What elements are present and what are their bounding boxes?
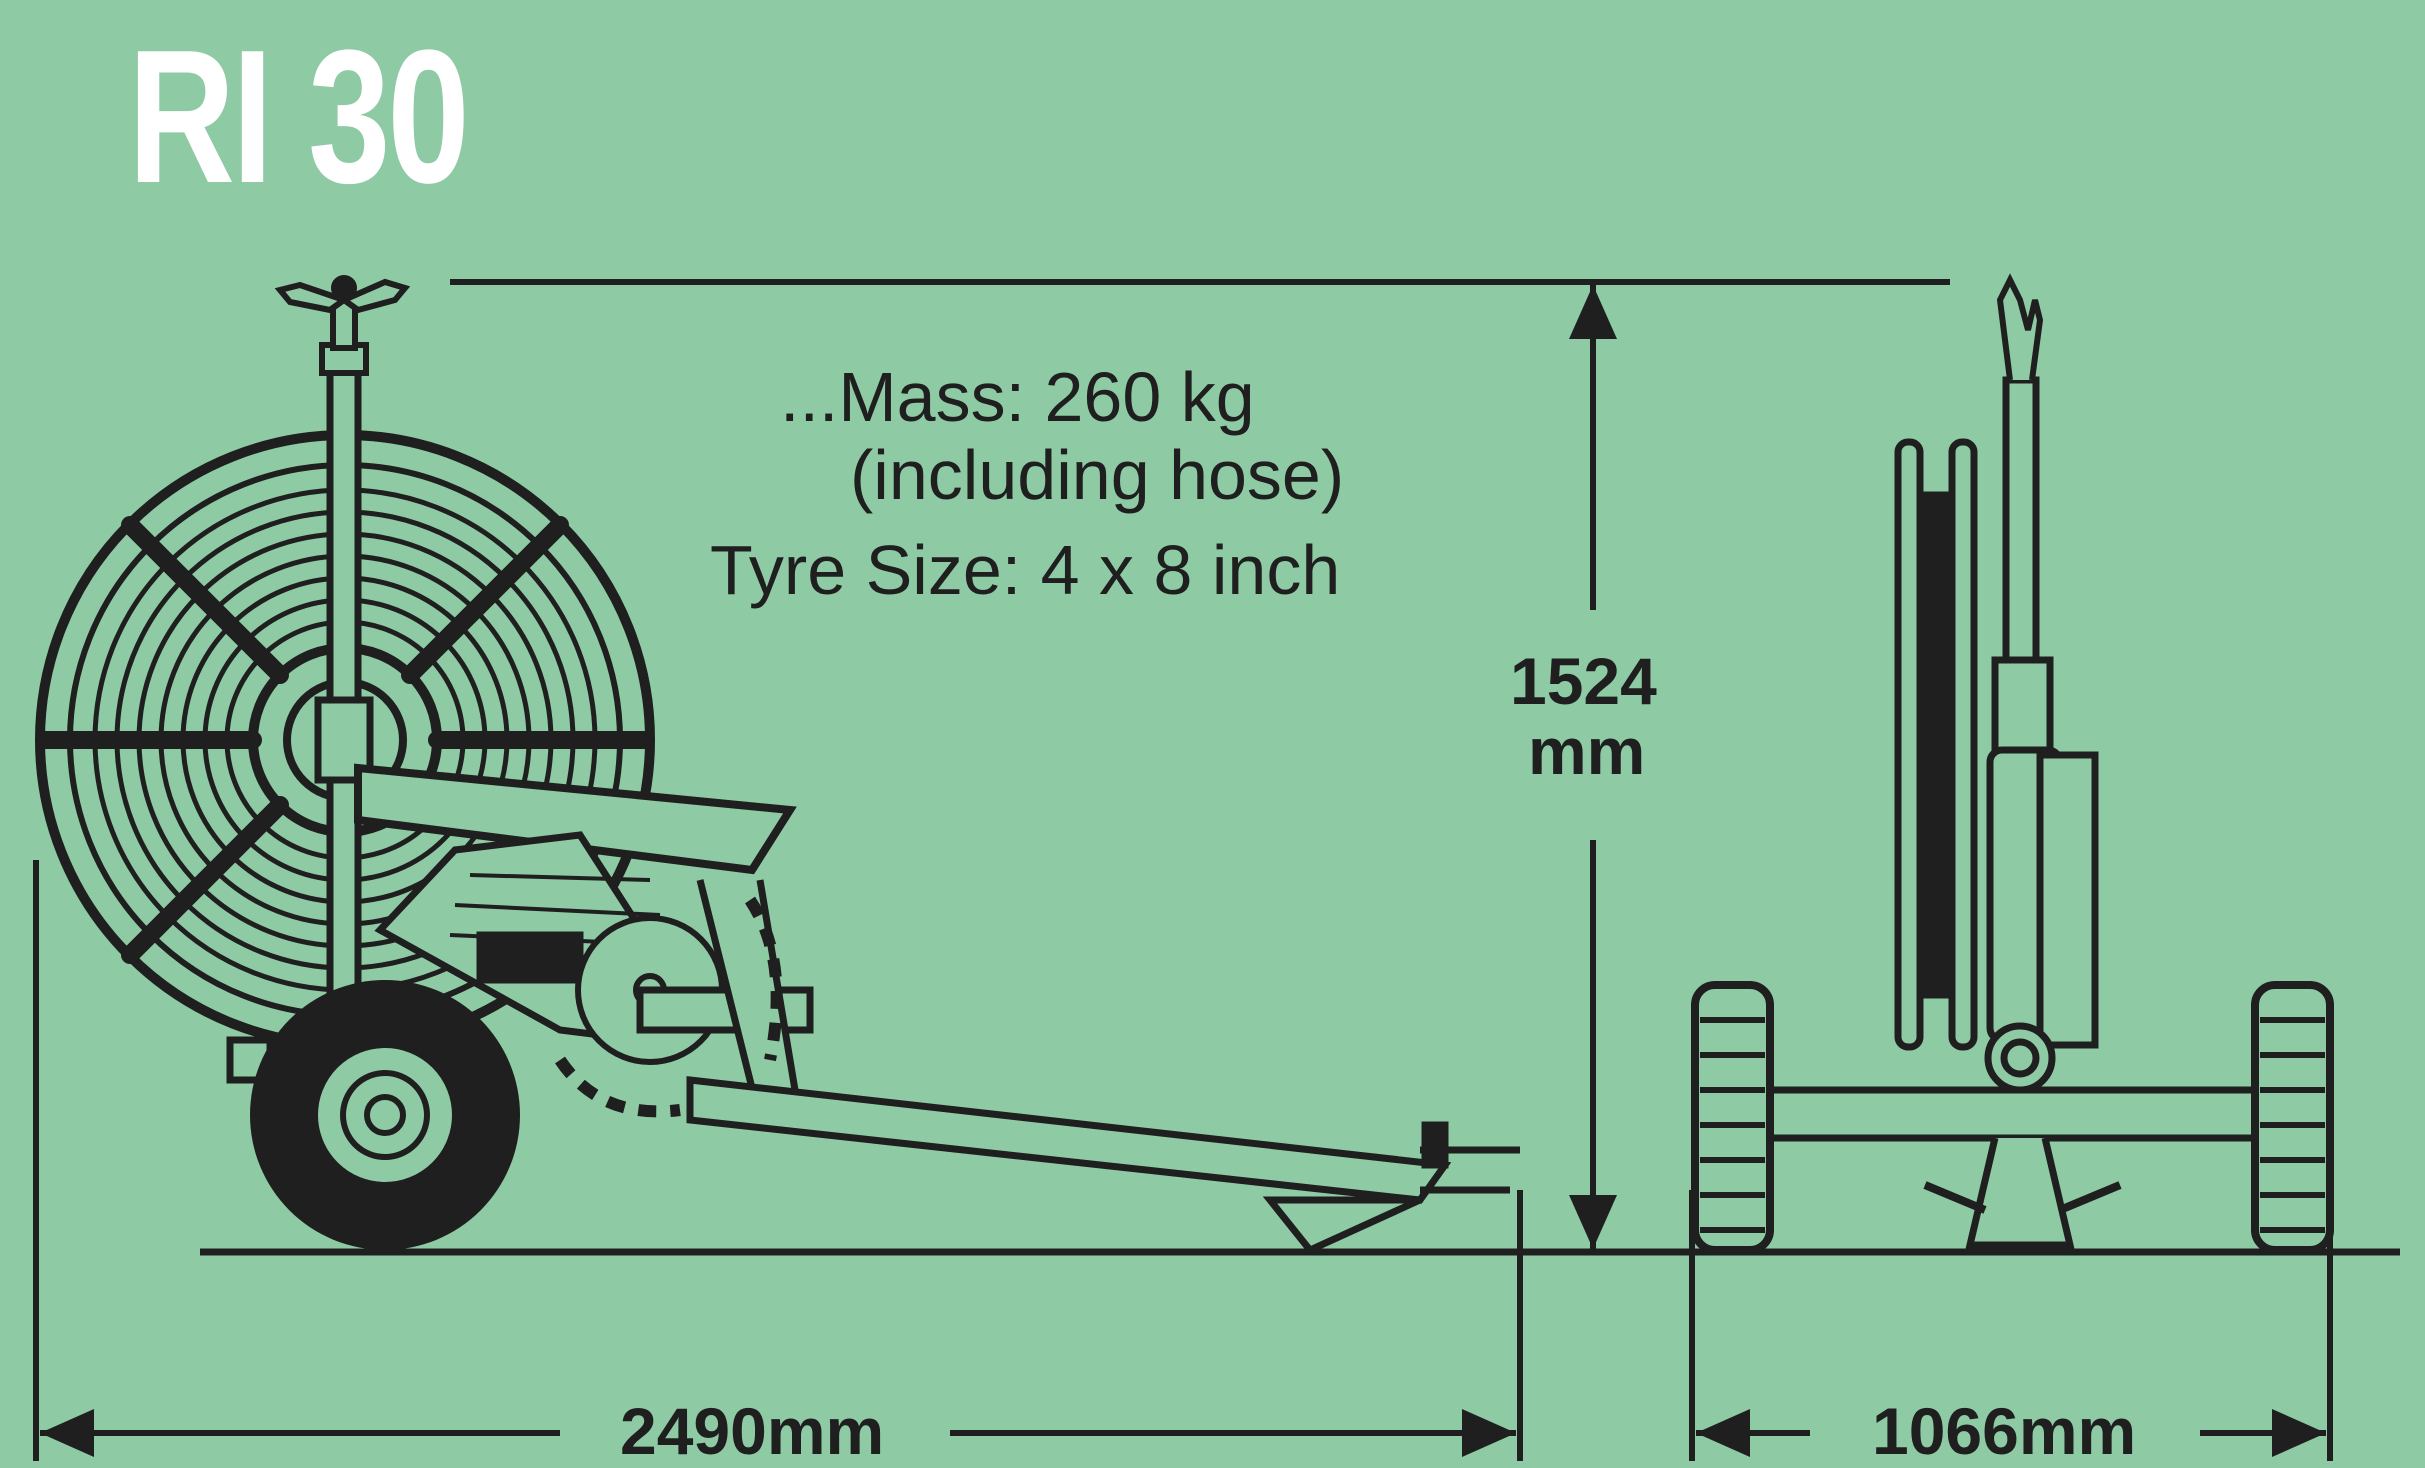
front-wheel-left bbox=[1691, 981, 1774, 1254]
front-view-reel-cart bbox=[1691, 273, 2334, 1254]
chassis-guard bbox=[354, 763, 797, 875]
width-dimension bbox=[1689, 1190, 2333, 1461]
mass-text: ...Mass: 260 kg bbox=[780, 358, 1255, 436]
side-view-reel-cart bbox=[35, 275, 1520, 1255]
mass-note-text: (including hose) bbox=[850, 436, 1345, 514]
tyre-size-text: Tyre Size: 4 x 8 inch bbox=[710, 531, 1341, 609]
side-frame bbox=[226, 831, 814, 1124]
front-wheel-right bbox=[2251, 981, 2334, 1254]
height-value-label: 1524 bbox=[1510, 644, 1657, 718]
height-unit-label: mm bbox=[1528, 714, 1646, 788]
width-dimension-label: 1066mm bbox=[1872, 1394, 2137, 1468]
front-sprinkler-icon bbox=[1996, 273, 2044, 381]
front-mast bbox=[1984, 376, 2099, 1094]
length-dimension-label: 2490mm bbox=[620, 1394, 885, 1468]
length-dimension bbox=[33, 860, 1523, 1461]
sprinkler-mast bbox=[314, 342, 374, 1014]
drawbar bbox=[686, 1076, 1520, 1255]
height-dimension bbox=[450, 279, 1950, 1249]
sprinkler-gun-icon bbox=[274, 275, 411, 351]
side-wheel bbox=[250, 980, 520, 1250]
front-axle bbox=[1766, 1086, 2264, 1249]
drum-front bbox=[1894, 438, 1978, 1051]
model-title: RI 30 bbox=[128, 11, 470, 223]
